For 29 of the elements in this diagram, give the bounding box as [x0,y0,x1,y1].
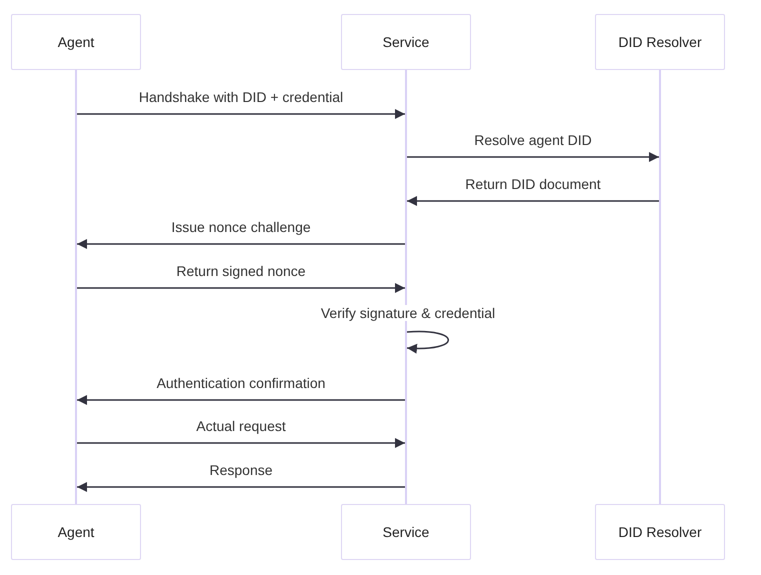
message-arrow [407,196,659,206]
participant-name: Agent [58,34,94,50]
lifeline [405,70,407,504]
message-label: Actual request [194,418,288,434]
lifeline [75,70,77,504]
participant-box [11,504,141,560]
participant-name: Agent [58,524,94,540]
participant-name: Service [382,34,430,50]
participant-box [341,14,471,70]
message-arrow [77,283,405,293]
message-label: Verify signature & credential [318,305,498,321]
message-arrow [77,395,405,405]
participant-box [341,504,471,560]
message-label: Resolve agent DID [472,132,594,148]
message-arrow [77,438,405,448]
participant-name: Service [382,524,430,540]
message-arrow [77,482,405,492]
participant-name: DID Resolver [618,34,702,50]
participant-box [595,14,725,70]
message-arrow [407,152,659,162]
participant-box [595,504,725,560]
message-arrow [77,109,405,119]
message-label: Authentication confirmation [154,375,328,391]
message-arrow [77,239,405,249]
self-message-arrow [406,330,449,354]
lifeline [659,70,661,504]
message-label: Return DID document [463,176,603,192]
participant-name: DID Resolver [618,524,702,540]
participant-box [11,14,141,70]
